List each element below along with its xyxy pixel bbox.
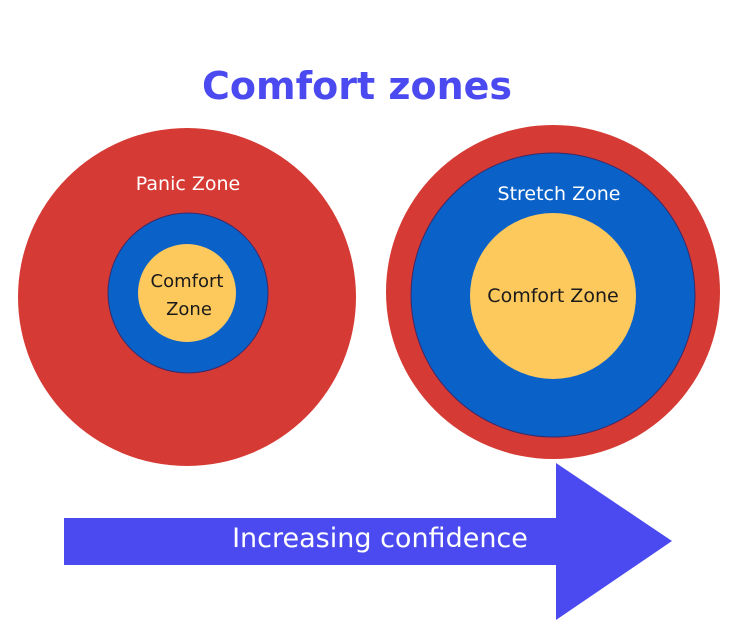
left-panic-zone-label: Panic Zone [136,173,240,195]
left-comfort-zone-label-line1: Comfort [151,271,224,292]
right-comfort-zone-label: Comfort Zone [487,285,618,307]
increasing-confidence-arrow: Increasing confidence [64,463,672,620]
arrow-shape [64,463,672,620]
diagram-title: Comfort zones [202,64,512,108]
left-comfort-zone-label-line2: Zone [166,299,212,320]
left-zones-diagram: Panic Zone Comfort Zone [18,128,356,466]
left-comfort-zone-circle [138,244,236,342]
right-stretch-zone-label: Stretch Zone [498,183,621,205]
right-zones-diagram: Stretch Zone Comfort Zone [386,125,720,459]
arrow-label: Increasing confidence [232,523,528,554]
right-comfort-zone-circle [470,213,636,379]
